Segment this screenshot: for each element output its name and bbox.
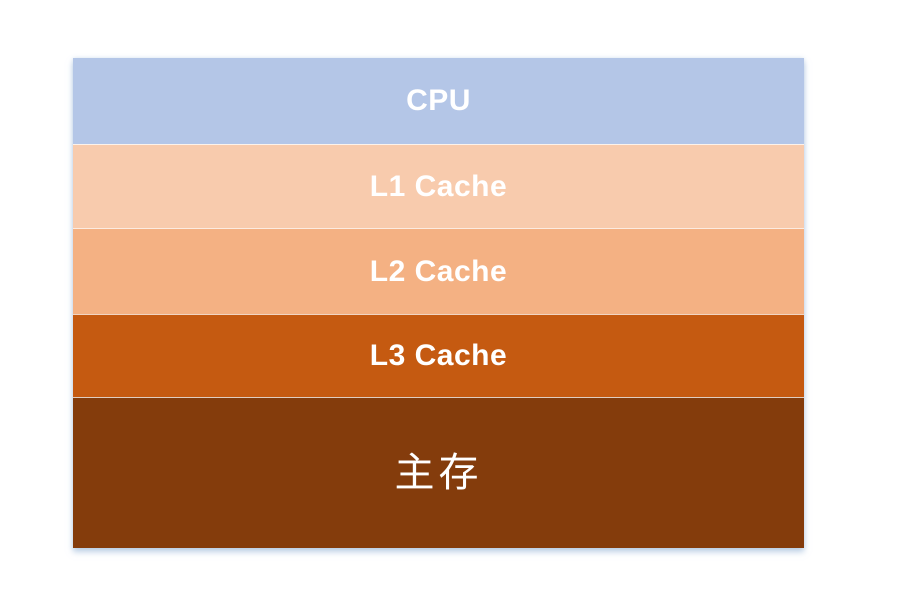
layer-main-memory-label: 主存: [394, 451, 483, 495]
layer-cpu: CPU: [73, 58, 804, 144]
layer-l1-cache: L1 Cache: [73, 144, 804, 228]
layer-l1-cache-label: L1 Cache: [369, 169, 508, 203]
layer-l2-cache-label: L2 Cache: [369, 254, 508, 288]
memory-hierarchy-stack: CPU L1 Cache L2 Cache L3 Cache 主存: [73, 58, 804, 548]
layer-l3-cache: L3 Cache: [73, 314, 804, 397]
layer-l2-cache: L2 Cache: [73, 228, 804, 314]
layer-l3-cache-label: L3 Cache: [369, 339, 508, 372]
layer-main-memory: 主存: [73, 397, 804, 548]
layer-cpu-label: CPU: [406, 84, 471, 117]
